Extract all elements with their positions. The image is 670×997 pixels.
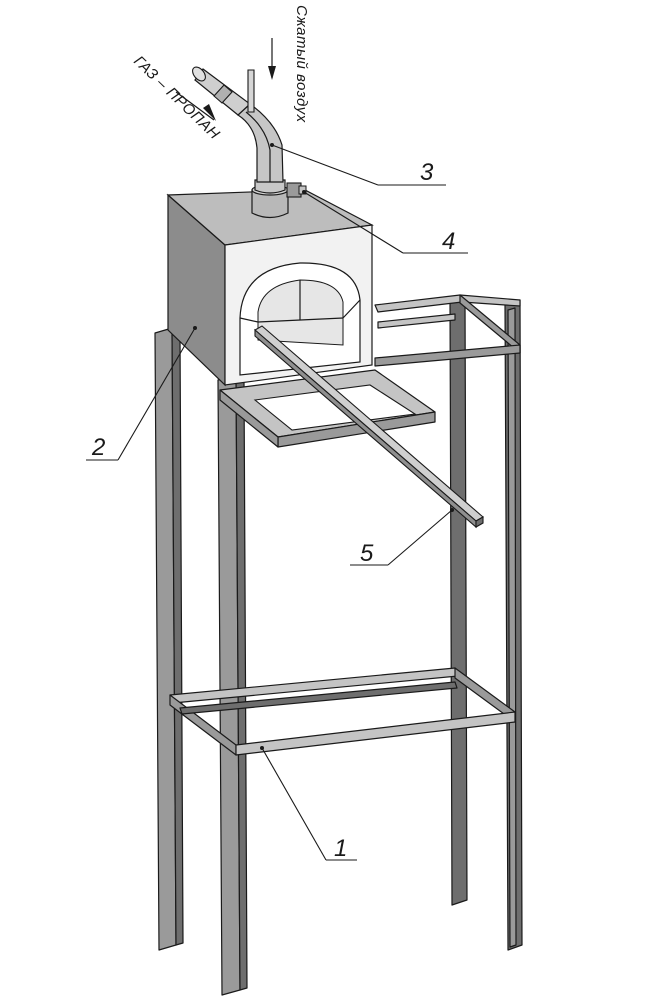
air-flow-arrowhead (268, 66, 276, 80)
chamber-right-edge (342, 299, 361, 319)
item-number-2: 2 (91, 434, 105, 461)
rod-end (475, 516, 484, 528)
elbow-centerline-edge (245, 111, 271, 182)
leader-3 (271, 144, 379, 186)
air-inlet-tube (247, 69, 255, 113)
gas-inlet-coupling (213, 84, 233, 104)
leader-2 (117, 327, 196, 461)
leader-4-dot (302, 190, 306, 194)
bottom-rail-front (235, 711, 516, 756)
burner-collar (254, 179, 286, 194)
workpiece-rod (254, 325, 484, 529)
burner-base (251, 189, 289, 219)
leader-1 (261, 747, 327, 861)
leg-back-left (449, 295, 468, 906)
gas-flow-arrowhead (203, 104, 216, 121)
leader-2-dot (193, 326, 197, 330)
leader-1-dot (260, 746, 264, 750)
leader-3-dot (270, 143, 274, 147)
top-rail-front (374, 344, 521, 367)
leader-5 (387, 509, 453, 566)
gas-flow-arrow (175, 91, 215, 121)
air-label: Сжатый воздух (293, 5, 310, 123)
burner-elbow (237, 103, 284, 183)
top-rail-inner (377, 313, 456, 329)
callouts: 3 4 2 5 1 (86, 143, 468, 862)
item-number-5: 5 (360, 540, 374, 567)
leg-back-right-face (507, 307, 517, 948)
nozzle-tip (298, 185, 307, 195)
burner (175, 38, 307, 219)
forge-body (166, 189, 374, 387)
top-rail-back (374, 294, 521, 313)
chamber-left-edge (239, 317, 259, 323)
item-number-1: 1 (334, 835, 347, 862)
bottom-rail-inner (179, 681, 458, 715)
chamber-floor-edge (257, 317, 344, 323)
leader-5-dot (450, 508, 454, 512)
item-number-4: 4 (442, 228, 455, 255)
gas-label: ГАЗ – ПРОПАН (130, 53, 223, 143)
item-number-3: 3 (420, 159, 434, 186)
platform-left (219, 389, 279, 448)
gas-inlet-end (192, 66, 206, 82)
leader-4 (303, 191, 404, 254)
stand-frame (154, 294, 523, 996)
